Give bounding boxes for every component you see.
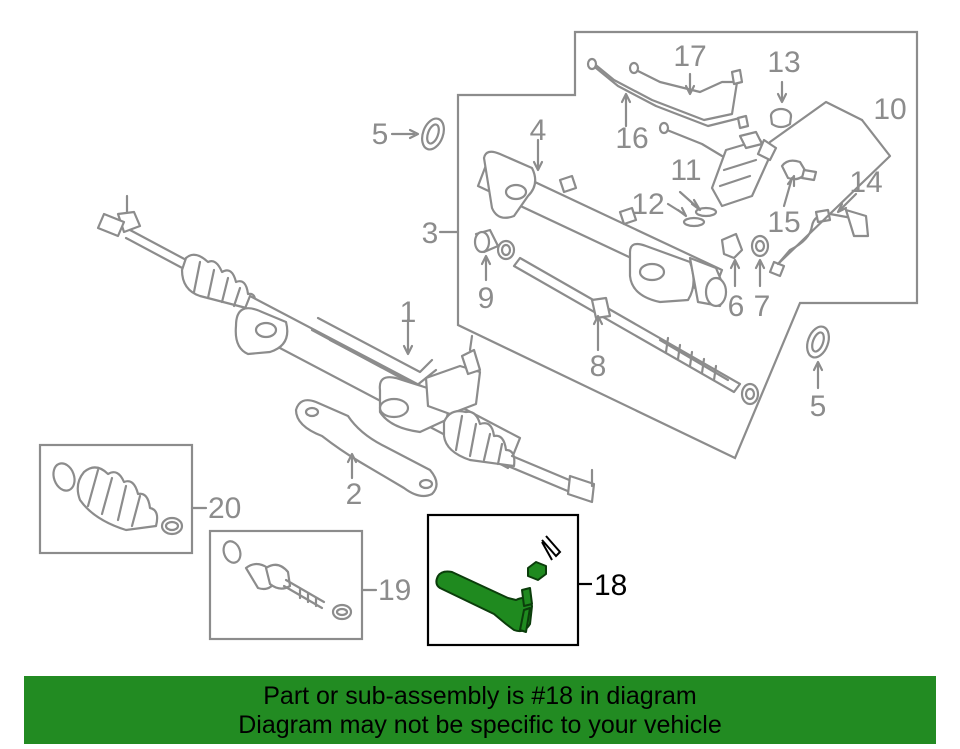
castle-nut-highlight [527,561,547,581]
callout-5-left: 5 [372,118,389,151]
callout-6: 6 [728,290,745,323]
control-valve [710,130,778,208]
banner-line-part: Part or sub-assembly is #18 in diagram [263,682,697,710]
mounting-bracket [294,399,438,498]
banner-line-disclaimer: Diagram may not be specific to your vehi… [238,711,722,739]
callout-13: 13 [767,46,800,79]
callout-11: 11 [670,154,701,187]
steering-gear-assembly [96,194,596,504]
rack-housing [476,150,728,308]
steering-rack-bar [512,256,760,406]
leader-lines [190,72,892,592]
info-banner: Part or sub-assembly is #18 in diagram D… [24,676,936,744]
callout-9: 9 [478,282,495,315]
seal-kit-ring [750,234,770,258]
tie-rod-end-frame [426,513,580,647]
callout-12: 12 [631,188,664,221]
cotter-pin [541,535,562,561]
boot-kit-box [38,443,194,555]
tie-rod-end-box [426,513,580,647]
cap [769,107,793,129]
callout-19: 19 [378,574,411,607]
bushing [473,228,516,261]
callout-18: 18 [594,569,627,602]
callout-7: 7 [754,290,771,323]
callout-15: 15 [767,206,800,239]
sensor [780,159,818,182]
callout-4: 4 [530,114,547,147]
o-ring-large [682,216,706,228]
callout-2: 2 [346,478,363,511]
inner-tie-rod-box [208,529,364,641]
callout-1: 1 [400,296,417,329]
rack-housing-frame [456,30,919,460]
callout-8: 8 [590,350,607,383]
callout-14: 14 [849,166,882,199]
callout-16: 16 [615,122,648,155]
cover-cap [720,232,744,260]
pressure-lines [586,57,750,158]
tie-rod-end-highlight [435,570,533,633]
callout-20: 20 [208,492,241,525]
callout-5-right: 5 [810,390,827,423]
callout-17: 17 [673,40,706,73]
callout-10: 10 [873,93,906,126]
wiring-harness [768,208,870,278]
callout-3: 3 [422,217,439,250]
